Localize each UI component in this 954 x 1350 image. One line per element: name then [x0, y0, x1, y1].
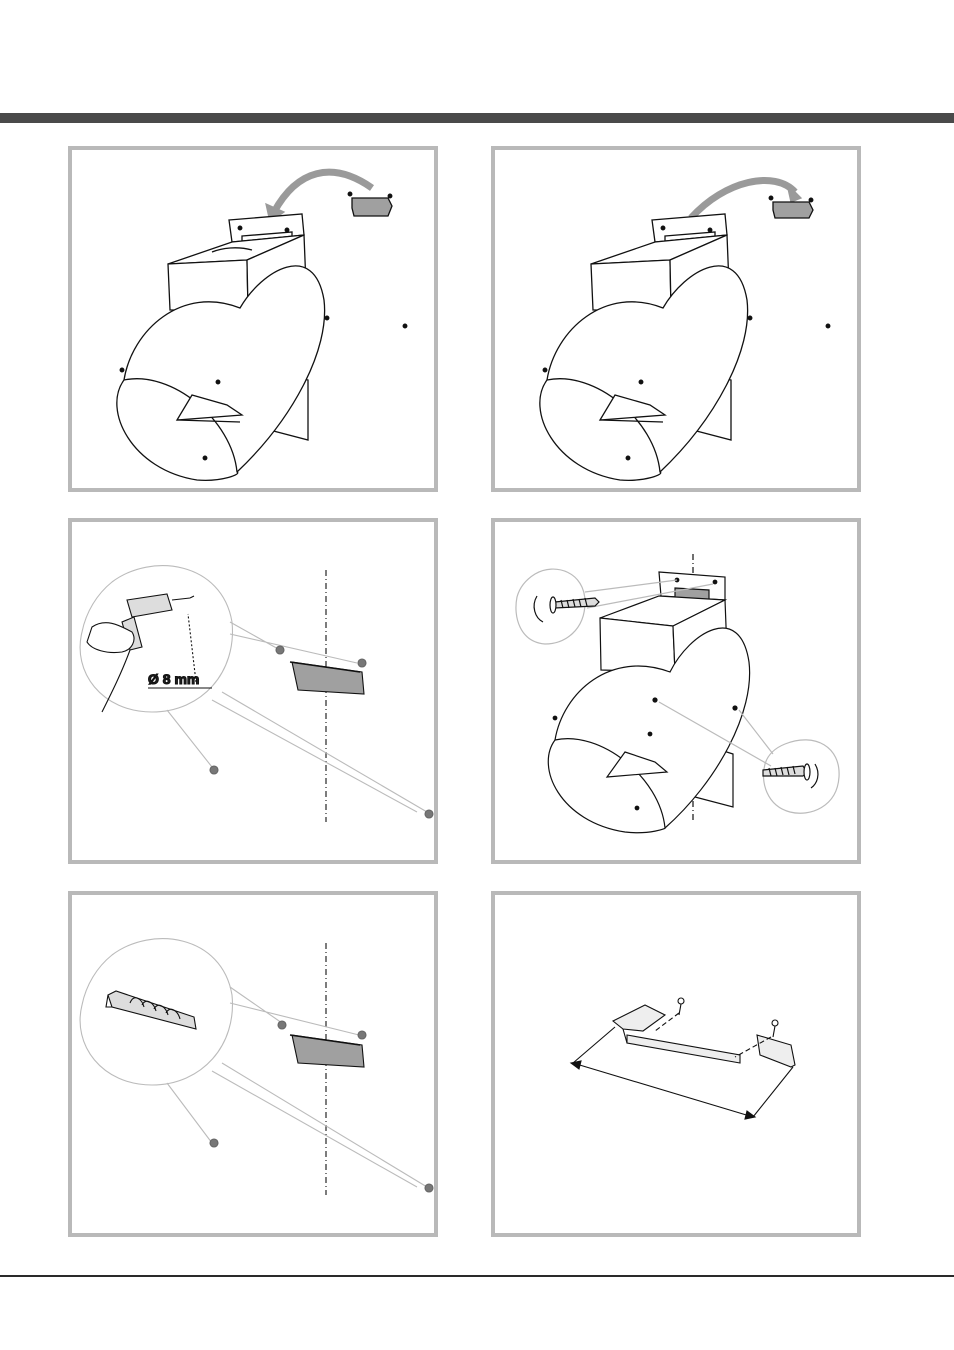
- bracket-assembly-illustration: [495, 895, 857, 1233]
- bracket-icon: [757, 1035, 795, 1067]
- bracket-icon: [613, 1005, 665, 1031]
- drill-holes-illustration: Ø 8 mm: [72, 522, 434, 860]
- wall-plug-illustration: [72, 895, 434, 1233]
- panel-6: [491, 891, 861, 1237]
- bracket-icon: [773, 202, 813, 218]
- screw-icon: [678, 998, 684, 1015]
- duct-bracket-remove-illustration: [72, 150, 434, 488]
- duct-bracket-attach-illustration: [495, 150, 857, 488]
- panel-1: [68, 146, 438, 492]
- screw-fixing-illustration: [495, 522, 857, 860]
- panel-4: [491, 518, 861, 864]
- drill-diameter-label: Ø 8 mm: [148, 671, 199, 687]
- dimension-line: [573, 1063, 753, 1117]
- bracket-icon: [352, 198, 392, 216]
- panel-3: Ø 8 mm: [68, 518, 438, 864]
- panel-5: [68, 891, 438, 1237]
- screw-icon: [772, 1020, 778, 1037]
- header-bar: [0, 113, 954, 123]
- footer-rule: [0, 1275, 954, 1277]
- panel-2: [491, 146, 861, 492]
